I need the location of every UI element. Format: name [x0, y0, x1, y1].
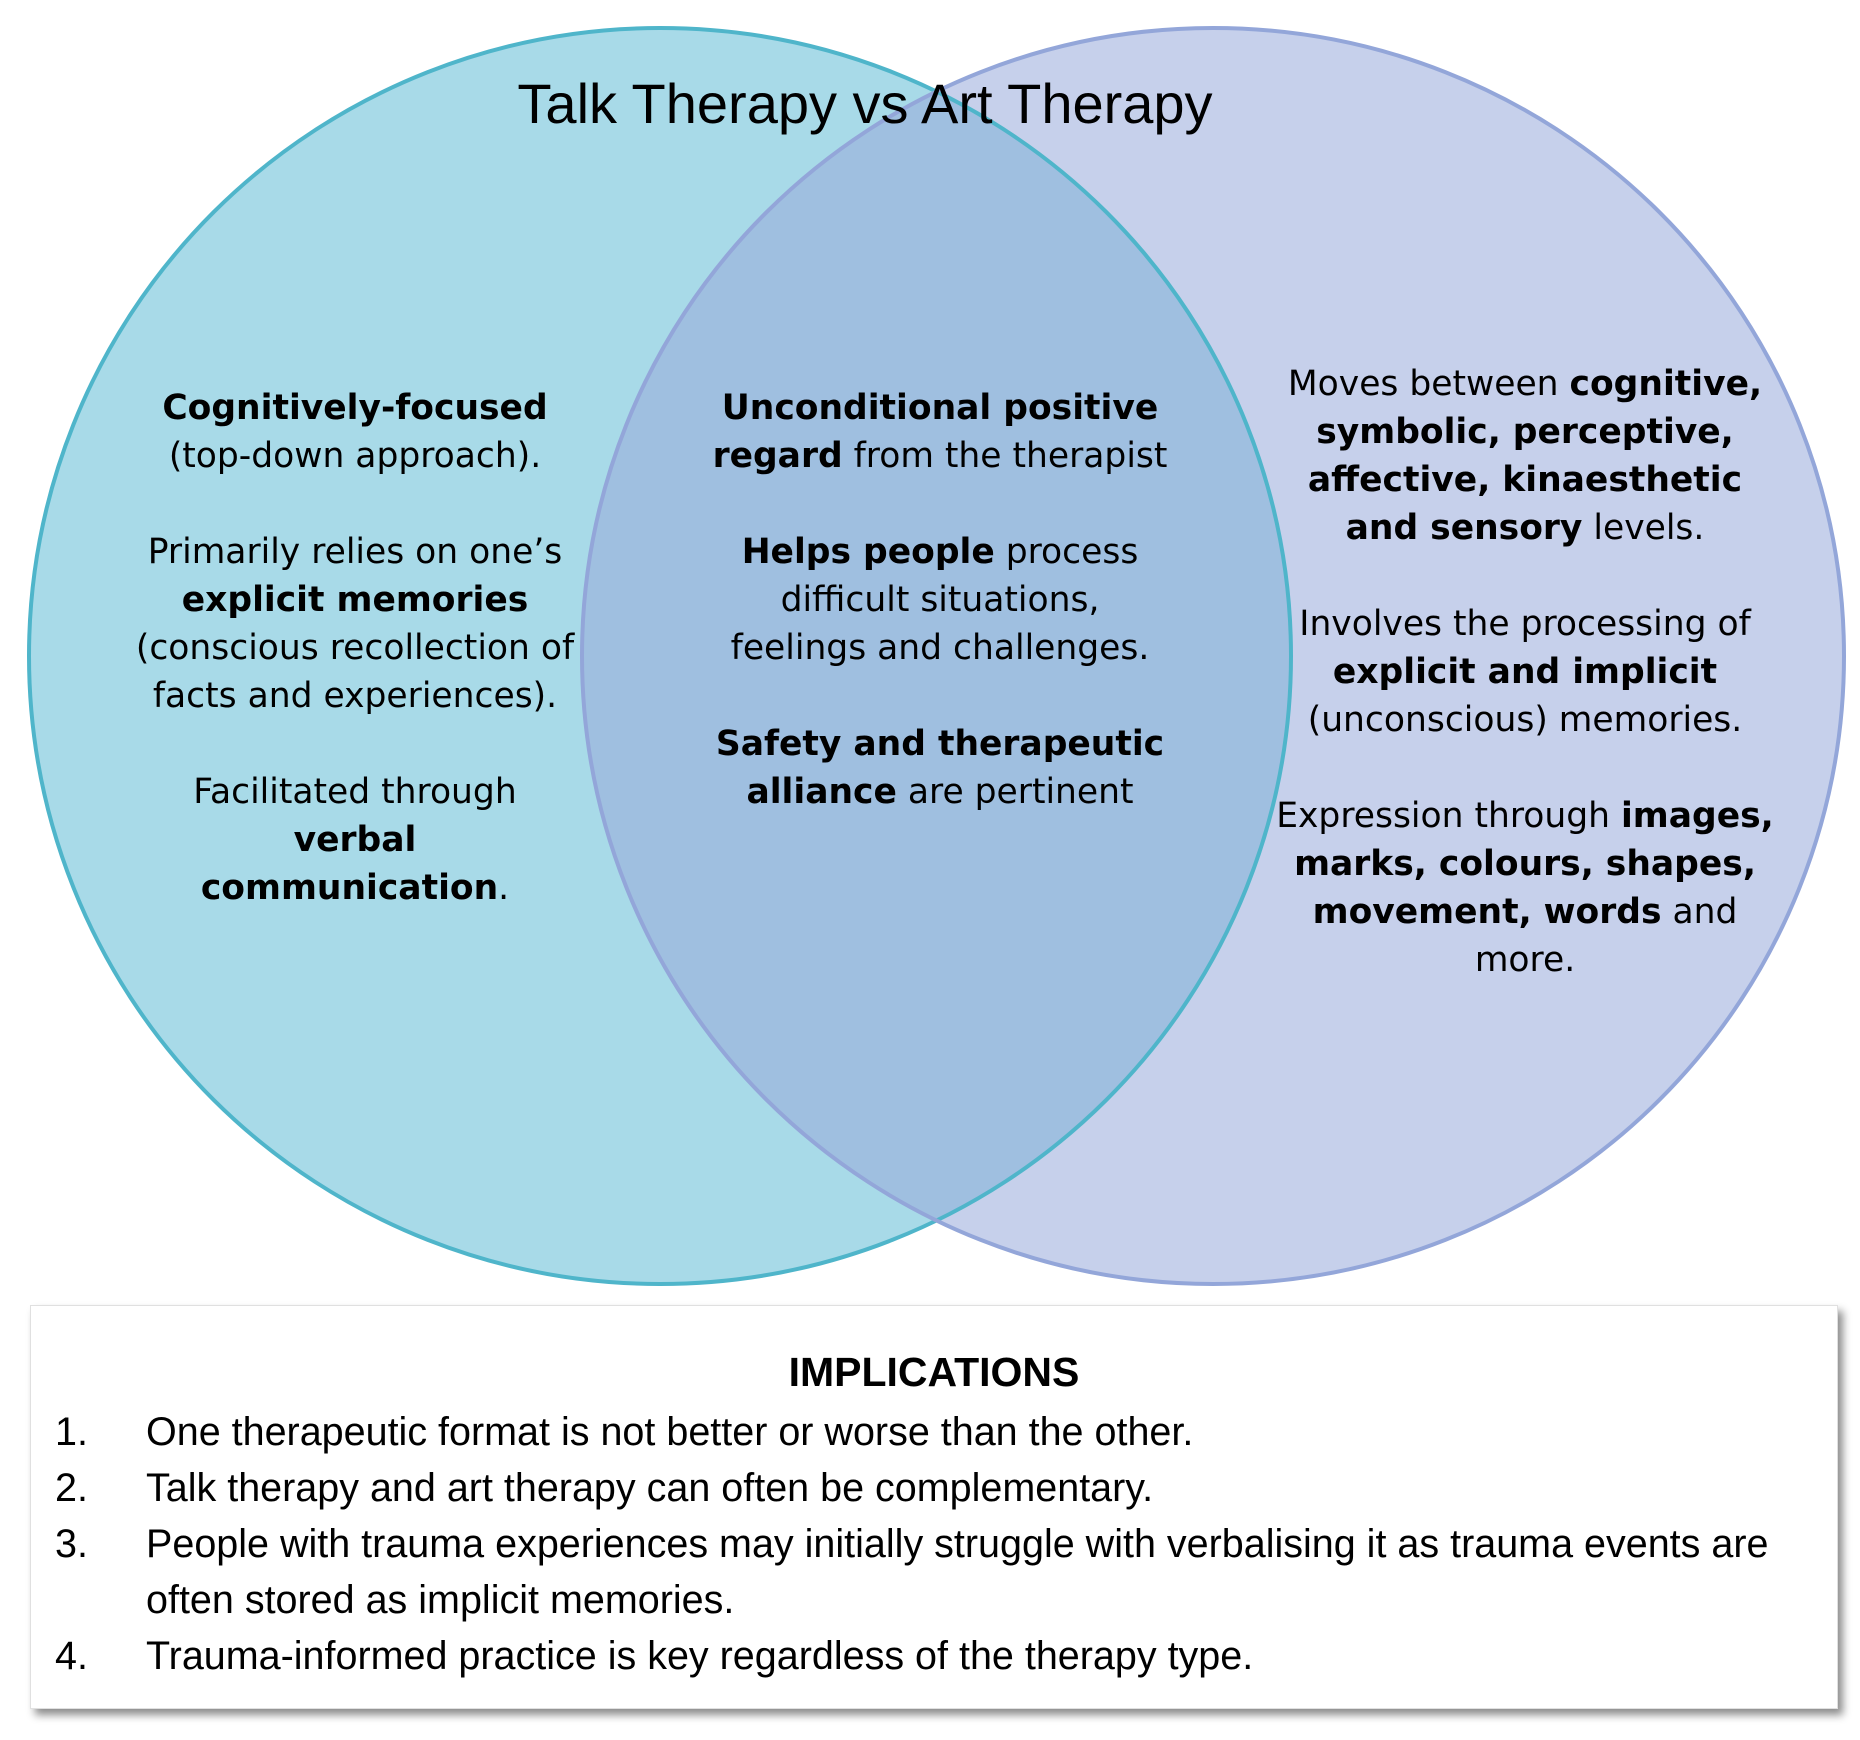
right-para-1: Moves between cognitive, symbolic, perce… [1270, 360, 1780, 552]
diagram-title: Talk Therapy vs Art Therapy [517, 72, 1213, 135]
item-number: 3. [55, 1522, 88, 1566]
overlap-region [582, 28, 1291, 1284]
text: process difficult situations, feelings a… [730, 532, 1150, 668]
text: and more. [1474, 892, 1738, 980]
text: Expression through [1276, 796, 1621, 836]
text: from the therapist [842, 436, 1168, 476]
left-para-2: Primarily relies on one’s explicit memor… [135, 528, 575, 720]
shared-text: Unconditional positive regard from the t… [710, 384, 1170, 816]
item-text: People with trauma experiences may initi… [146, 1522, 1769, 1622]
item-text: One therapeutic format is not better or … [146, 1410, 1194, 1454]
text: Primarily relies on one’s [147, 532, 563, 572]
emphasis: cognitive, symbolic, perceptive, affecti… [1307, 364, 1763, 548]
item-text: Trauma-informed practice is key regardle… [146, 1634, 1254, 1678]
item-number: 2. [55, 1466, 88, 1510]
left-para-1: Cognitively-focused (top-down approach). [135, 384, 575, 480]
text: Involves the processing of [1299, 604, 1751, 644]
emphasis: explicit and implicit [1332, 652, 1718, 692]
text: are pertinent [896, 772, 1134, 812]
implications-title: IMPLICATIONS [788, 1349, 1080, 1395]
emphasis: Helps people [741, 532, 995, 572]
right-para-2: Involves the processing of explicit and … [1270, 600, 1780, 744]
list-item: 3. People with trauma experiences may ini… [31, 1516, 1826, 1628]
talk-therapy-text: Cognitively-focused (top-down approach).… [135, 384, 575, 912]
emphasis: Cognitively-focused [162, 388, 548, 428]
venn-diagram [27, 26, 1846, 1286]
right-para-3: Expression through images, marks, colour… [1270, 792, 1780, 984]
text: (top-down approach). [168, 436, 542, 476]
item-text: Talk therapy and art therapy can often b… [146, 1466, 1154, 1510]
text: (conscious recollection of facts and exp… [135, 628, 575, 716]
list-item: 4. Trauma-informed practice is key regard… [31, 1628, 1826, 1684]
item-number: 1. [55, 1410, 88, 1454]
emphasis: images, marks, colours, shapes, movement… [1294, 796, 1774, 932]
list-item: 1. One therapeutic format is not better o… [31, 1404, 1826, 1460]
implications-list: 1. One therapeutic format is not better o… [31, 1404, 1826, 1684]
text: (unconscious) memories. [1307, 700, 1743, 740]
middle-para-1: Unconditional positive regard from the t… [710, 384, 1170, 480]
art-therapy-circle-outline [580, 26, 1846, 1286]
emphasis: verbal communication [200, 820, 499, 908]
item-number: 4. [55, 1634, 88, 1678]
middle-para-2: Helps people process difficult situation… [710, 528, 1170, 672]
emphasis: Unconditional positive regard [712, 388, 1159, 476]
text: Moves between [1287, 364, 1570, 404]
left-para-3: Facilitated through verbal communication… [135, 768, 575, 912]
text: levels. [1582, 508, 1705, 548]
implications-box: IMPLICATIONS 1. One therapeutic format is… [30, 1305, 1838, 1709]
list-item: 2. Talk therapy and art therapy can often… [31, 1460, 1826, 1516]
middle-para-3: Safety and therapeutic alliance are pert… [710, 720, 1170, 816]
art-therapy-text: Moves between cognitive, symbolic, perce… [1270, 360, 1780, 984]
emphasis: explicit memories [181, 580, 529, 620]
text: . [498, 868, 510, 908]
talk-therapy-circle-outline [27, 26, 1293, 1286]
emphasis: Safety and therapeutic alliance [715, 724, 1165, 812]
text: Facilitated through [193, 772, 517, 812]
